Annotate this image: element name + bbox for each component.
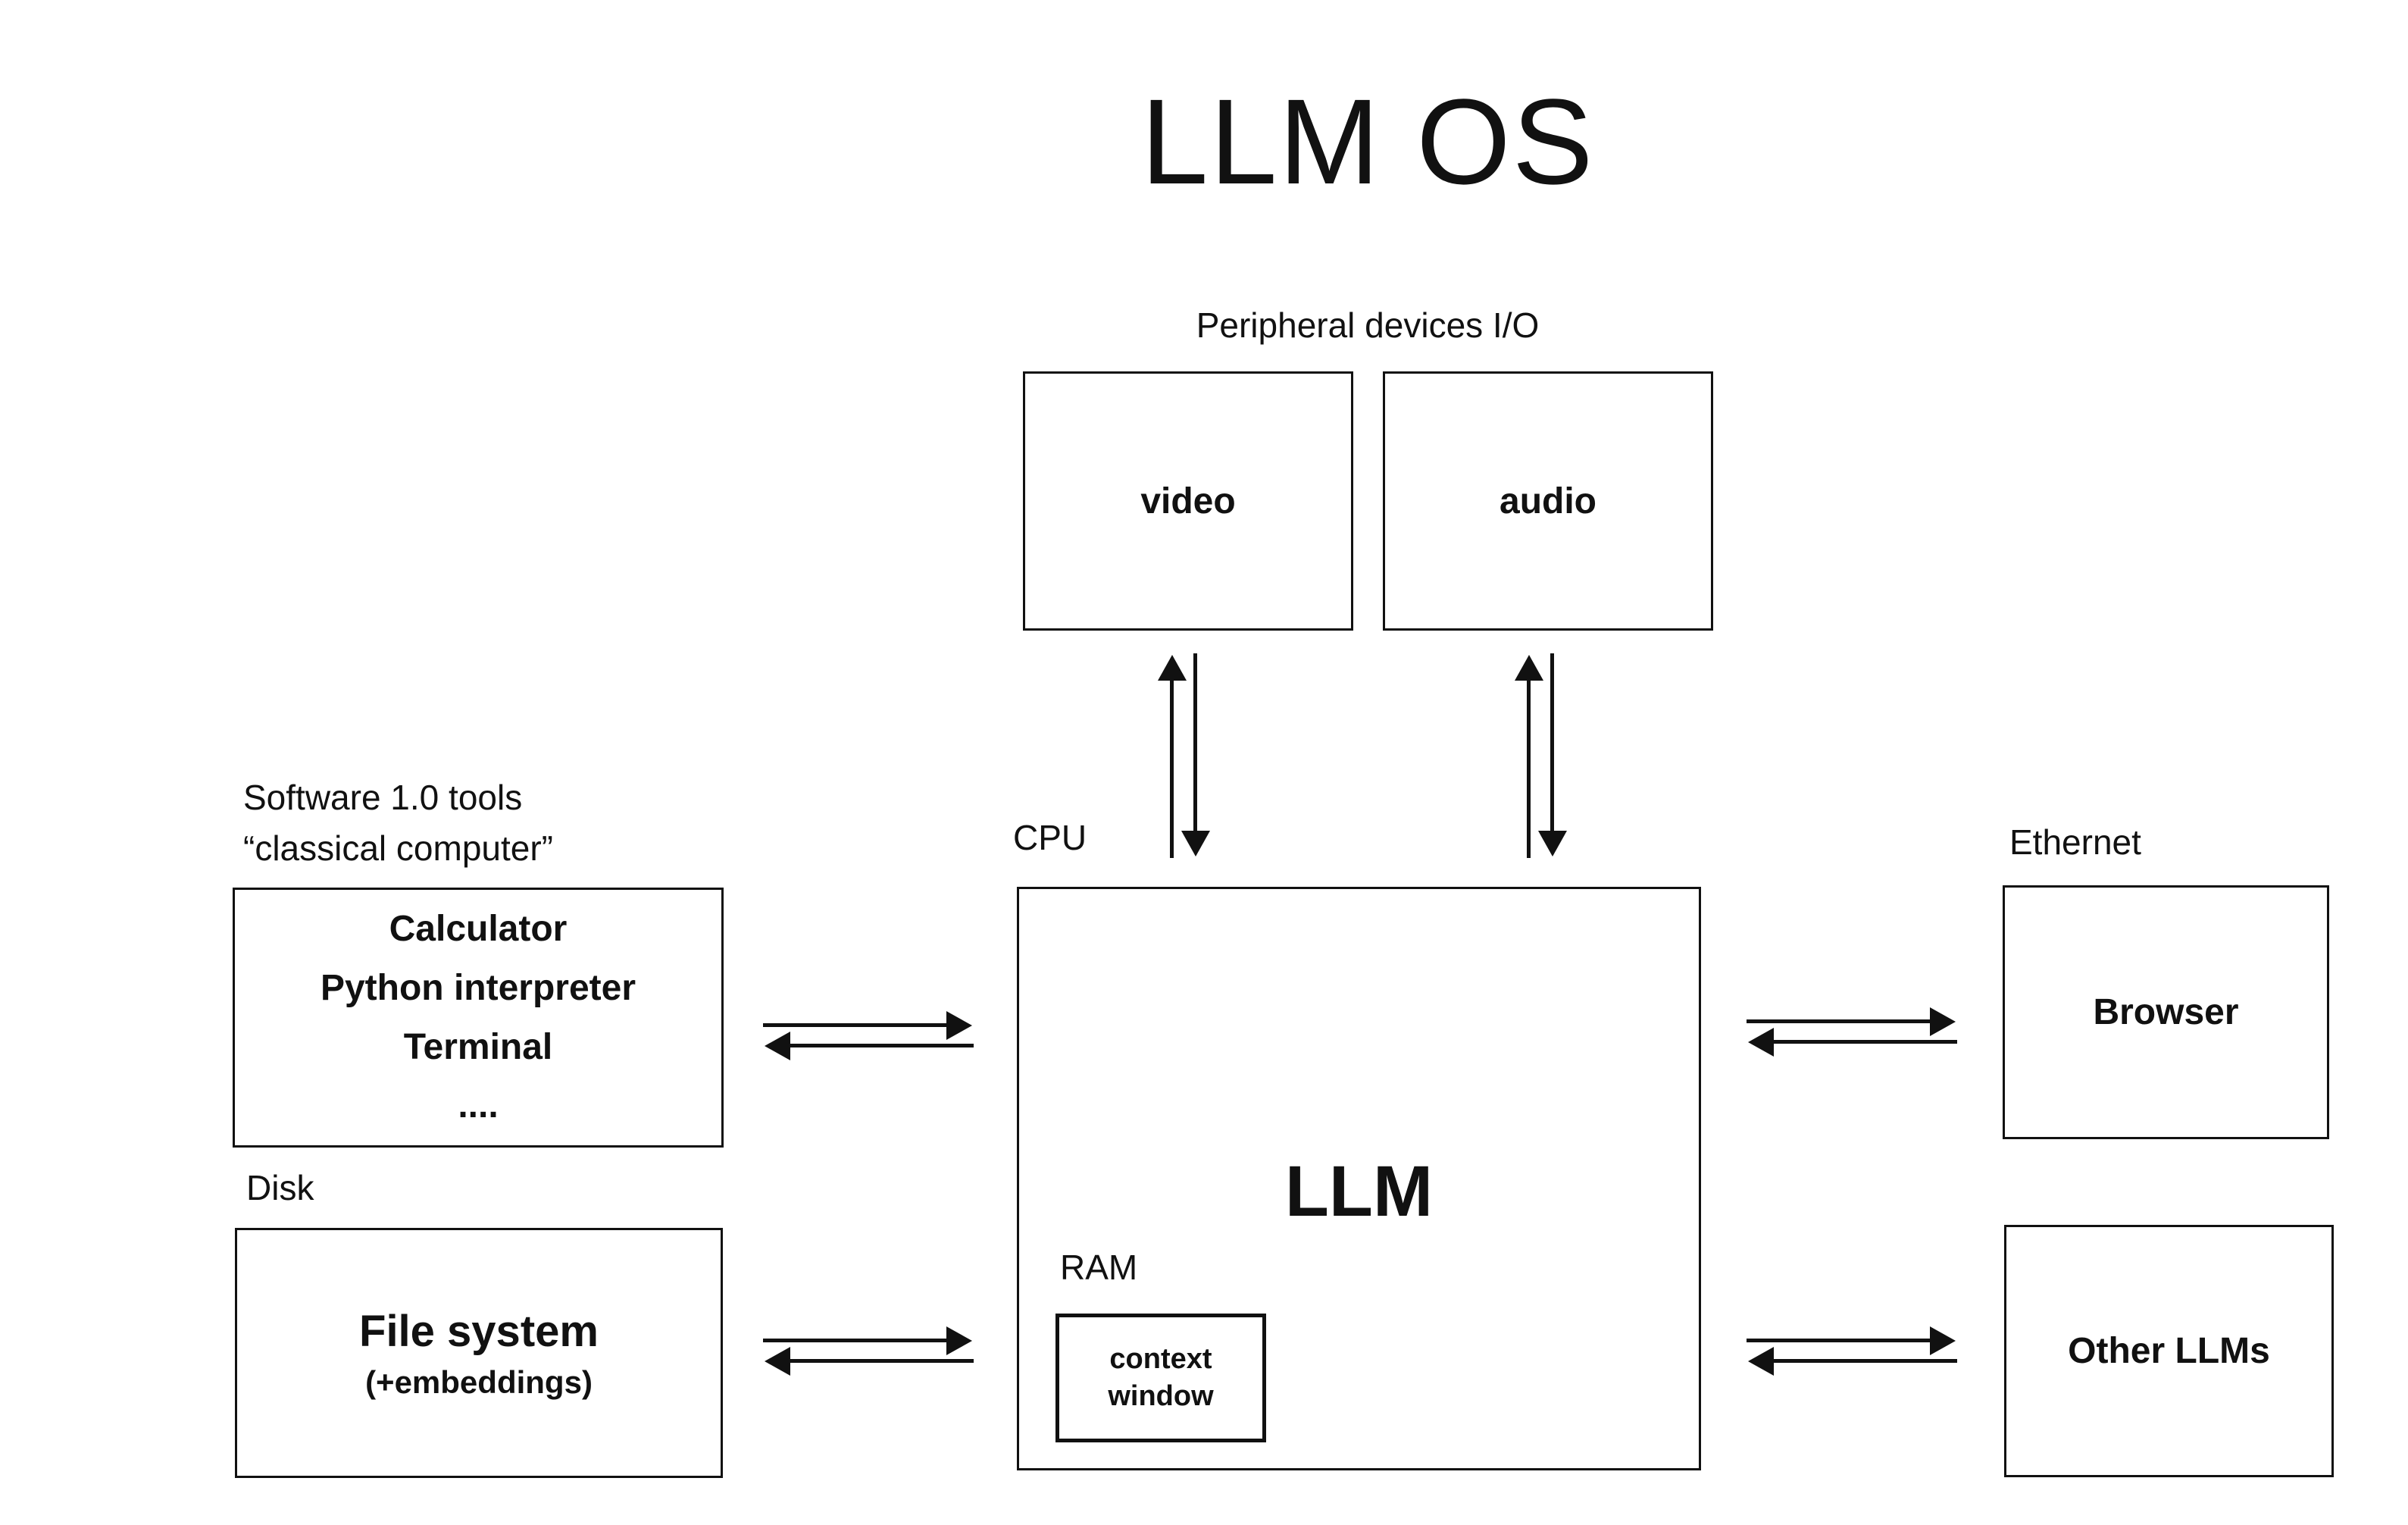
browser-label: Browser (2093, 992, 2239, 1032)
tools-to-cpu-arrow-icon (763, 1023, 948, 1027)
tool-item-python: Python interpreter (320, 967, 636, 1008)
cpu-to-audio-down-arrow-icon (1550, 653, 1554, 832)
tool-item-ellipsis: .... (458, 1085, 499, 1126)
cpu-label: CPU (1013, 818, 1087, 857)
tool-item-terminal: Terminal (403, 1026, 553, 1067)
file-system-box: File system (+embeddings) (235, 1228, 723, 1478)
cpu-to-browser-arrow-icon (1747, 1019, 1931, 1023)
context-window-label-line1: context (1109, 1342, 1212, 1375)
software-tools-label-line1: Software 1.0 tools (243, 778, 523, 817)
audio-box: audio (1383, 371, 1713, 631)
peripheral-devices-label: Peripheral devices I/O (1196, 305, 1540, 345)
cpu-to-other-llms-arrow-icon (1747, 1339, 1931, 1342)
diagram-title: LLM OS (1140, 74, 1595, 209)
llm-label: LLM (1284, 1151, 1434, 1232)
disk-label: Disk (246, 1168, 314, 1207)
browser-box: Browser (2003, 885, 2329, 1139)
other-llms-to-cpu-arrow-icon (1772, 1359, 1957, 1363)
cpu-to-video-down-arrow-icon (1193, 653, 1197, 832)
other-llms-label: Other LLMs (2068, 1331, 2270, 1371)
ram-label: RAM (1060, 1248, 1138, 1287)
tool-item-calculator: Calculator (389, 909, 568, 949)
cpu-box: LLM RAM context window (1017, 887, 1701, 1470)
video-box: video (1023, 371, 1353, 631)
browser-to-cpu-arrow-icon (1772, 1040, 1957, 1044)
cpu-to-disk-arrow-icon (789, 1359, 974, 1363)
file-system-label: File system (359, 1306, 599, 1356)
cpu-to-tools-arrow-icon (789, 1044, 974, 1047)
software-tools-label-line2: “classical computer” (243, 828, 553, 868)
video-label: video (1140, 481, 1236, 521)
software-tools-box: Calculator Python interpreter Terminal .… (233, 888, 724, 1148)
ethernet-label: Ethernet (2009, 822, 2141, 862)
embeddings-label: (+embeddings) (365, 1364, 593, 1400)
disk-to-cpu-arrow-icon (763, 1339, 948, 1342)
audio-label: audio (1500, 481, 1596, 521)
audio-to-cpu-up-arrow-icon (1527, 679, 1531, 858)
other-llms-box: Other LLMs (2004, 1225, 2334, 1477)
context-window-label-line2: window (1108, 1380, 1214, 1412)
video-to-cpu-up-arrow-icon (1170, 679, 1174, 858)
context-window-box: context window (1055, 1314, 1266, 1442)
